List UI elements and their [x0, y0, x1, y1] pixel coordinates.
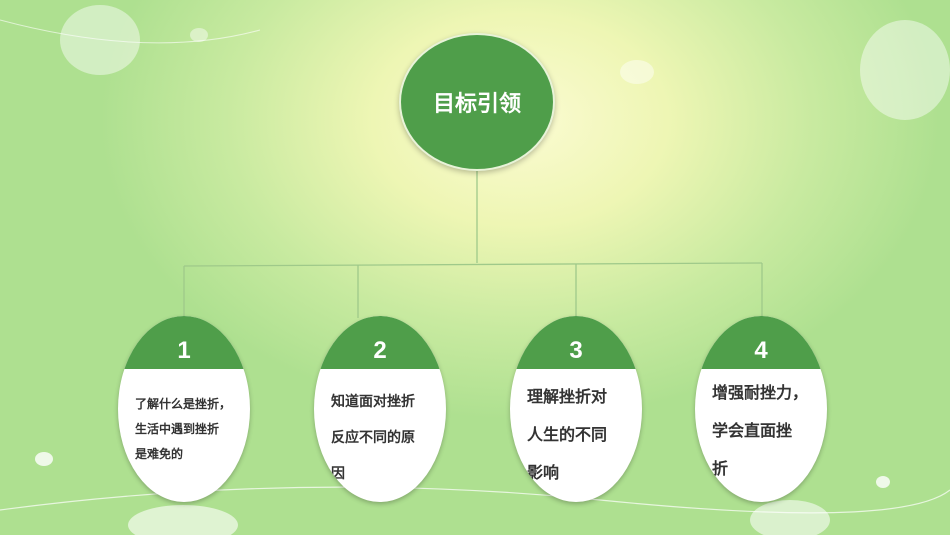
branch-bar [183, 262, 763, 267]
node-text-line: 生活中遇到挫折 [135, 422, 220, 436]
node-header: 4 [695, 316, 827, 369]
decor-bubble [190, 28, 208, 42]
decor-bubble [620, 60, 654, 84]
node-text-line: 因 [331, 466, 345, 482]
node-text-line: 了解什么是挫折， [135, 397, 232, 411]
node-4: 4 增强耐挫力， 学会直面挫 折 [695, 316, 827, 502]
node-number: 1 [177, 337, 191, 364]
node-text-line: 增强耐挫力， [712, 383, 809, 402]
decor-bubble [860, 20, 950, 120]
node-header: 1 [118, 316, 250, 369]
node-number: 2 [373, 337, 387, 364]
node-text: 了解什么是挫折， 生活中遇到挫折 是难免的 [135, 392, 242, 467]
node-2: 2 知道面对挫折 反应不同的原 因 [314, 316, 446, 502]
decor-bubble [35, 452, 53, 466]
root-node: 目标引领 [399, 33, 555, 171]
decor-bubble [60, 5, 140, 75]
node-text-line: 折 [712, 459, 729, 478]
node-header: 2 [314, 316, 446, 369]
node-text-line: 理解挫折对 [527, 387, 608, 406]
decor-bubble [876, 476, 890, 488]
node-text-line: 是难免的 [135, 447, 184, 461]
node-text-line: 知道面对挫折 [331, 394, 415, 410]
node-3: 3 理解挫折对 人生的不同 影响 [510, 316, 642, 502]
node-1: 1 了解什么是挫折， 生活中遇到挫折 是难免的 [118, 316, 250, 502]
node-text-line: 反应不同的原 [331, 430, 415, 446]
node-text: 理解挫折对 人生的不同 影响 [527, 378, 634, 492]
node-header: 3 [510, 316, 642, 369]
node-text-line: 人生的不同 [527, 425, 608, 444]
decor-arc [0, 486, 950, 514]
node-number: 4 [754, 337, 768, 364]
node-number: 3 [569, 337, 583, 364]
root-label: 目标引领 [432, 92, 521, 117]
decor-arc [0, 19, 261, 44]
node-text-line: 影响 [527, 463, 560, 482]
decor-bubble [750, 500, 830, 540]
node-text: 知道面对挫折 反应不同的原 因 [331, 384, 438, 492]
node-text: 增强耐挫力， 学会直面挫 折 [712, 374, 819, 488]
node-text-line: 学会直面挫 [712, 421, 793, 440]
